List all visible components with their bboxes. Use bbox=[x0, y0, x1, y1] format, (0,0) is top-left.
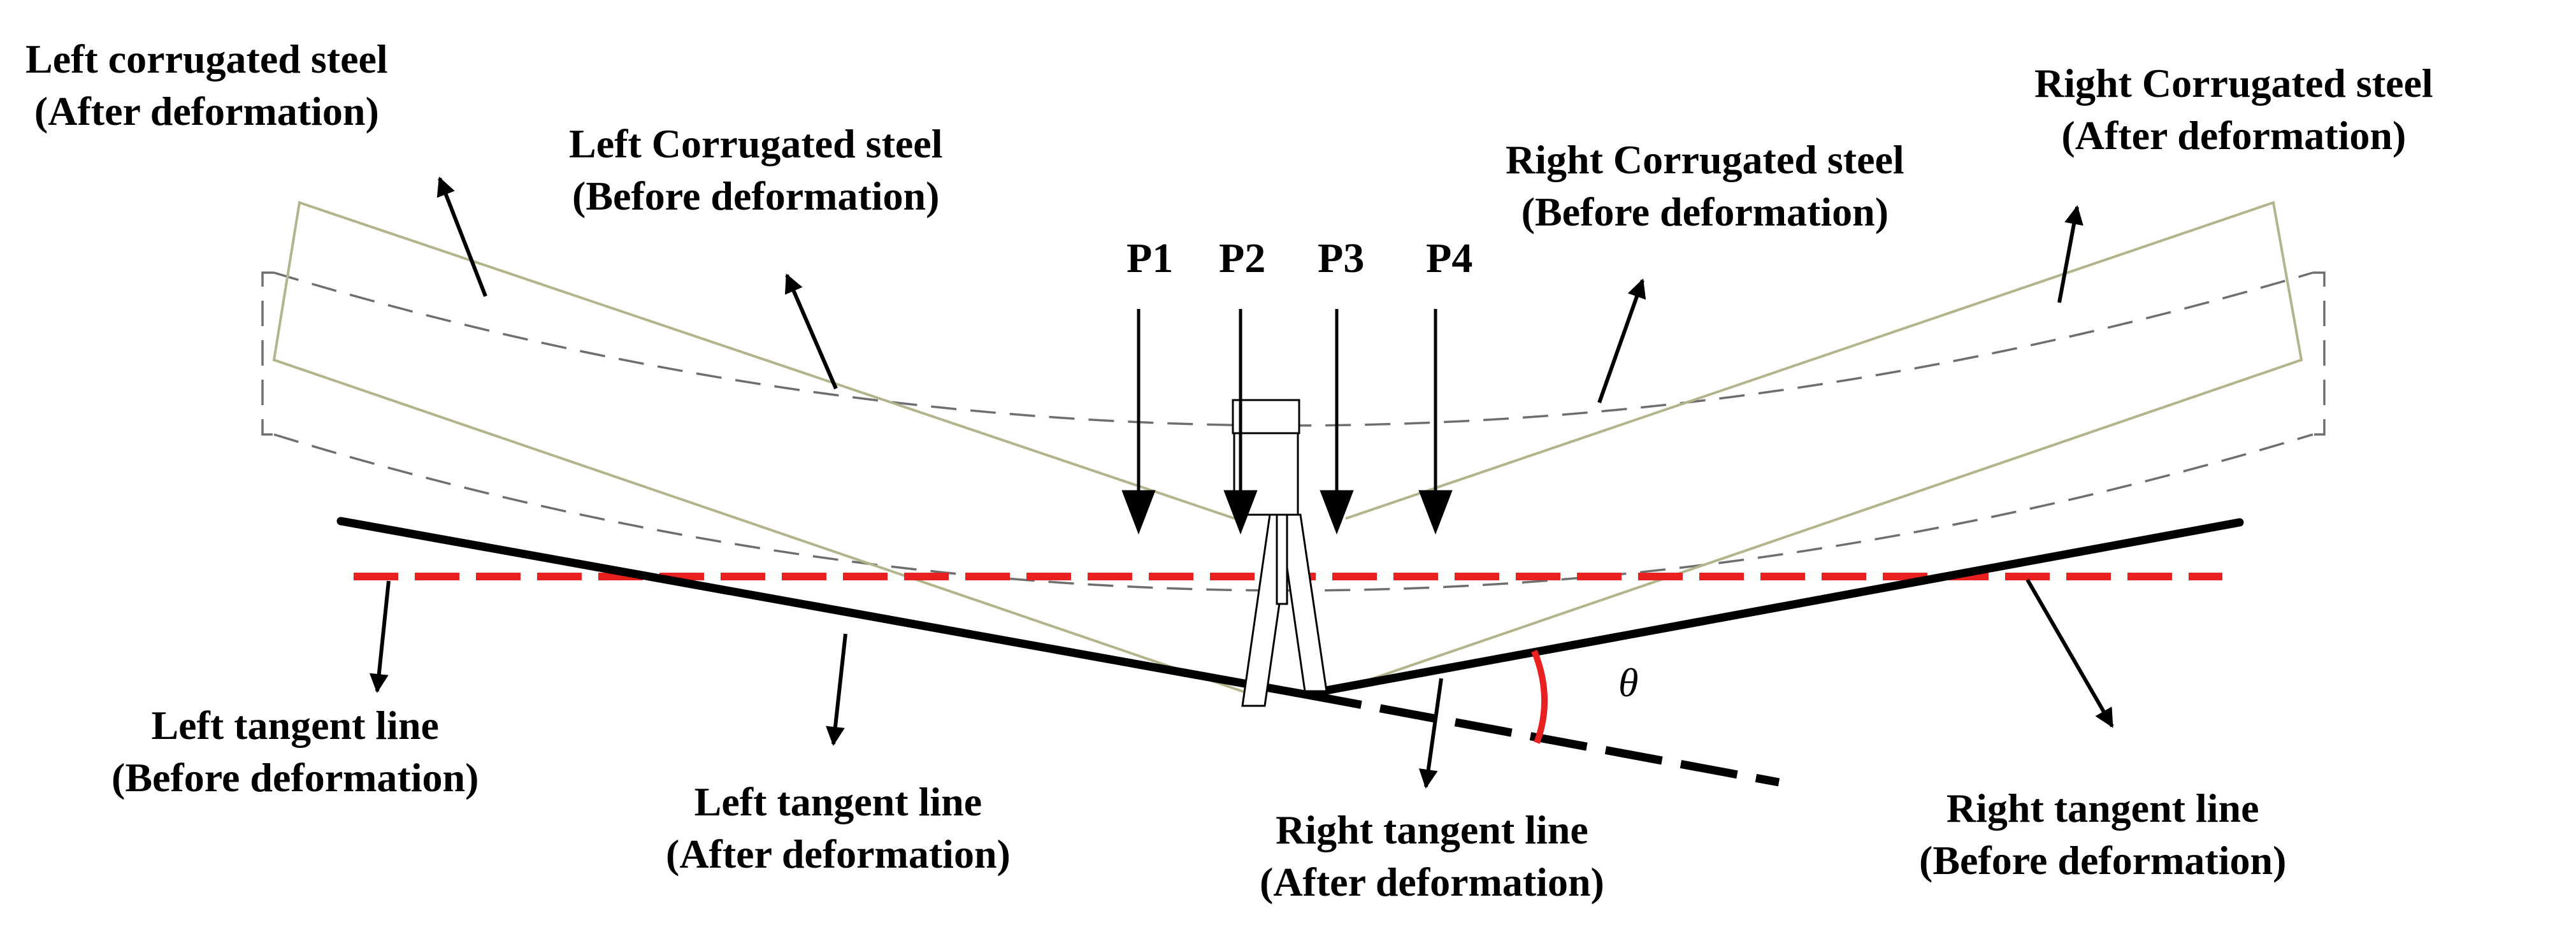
tangent-after-lines bbox=[336, 517, 2244, 787]
before-right-end bbox=[2313, 271, 2326, 436]
load-label-p3: P3 bbox=[1318, 235, 1365, 282]
leader-right-corrugated-after bbox=[2057, 205, 2083, 303]
leader-right-corrugated-before bbox=[1597, 278, 1646, 404]
label-line: (Before deformation) bbox=[112, 755, 479, 800]
label-line: Left Corrugated steel bbox=[569, 121, 943, 166]
connector-top-plate bbox=[1232, 399, 1300, 434]
label-line: Right tangent line bbox=[1276, 807, 1588, 852]
corrugated-steel-after bbox=[272, 201, 2303, 696]
middle-connection bbox=[1232, 399, 1328, 707]
leader-right-tangent-after bbox=[1418, 678, 1443, 789]
load-arrowhead-p1 bbox=[1121, 490, 1156, 534]
label-line: (Before deformation) bbox=[1919, 838, 2287, 883]
leader-right-tangent-before bbox=[2026, 578, 2114, 728]
label-line: Right Corrugated steel bbox=[2034, 61, 2433, 106]
label-line: (After deformation) bbox=[34, 89, 379, 134]
leader-left-tangent-after bbox=[826, 633, 847, 746]
load-label-p2: P2 bbox=[1219, 235, 1266, 282]
label-line: (After deformation) bbox=[1260, 859, 1604, 905]
label-line: Right Corrugated steel bbox=[1506, 137, 1904, 182]
load-arrowhead-p2 bbox=[1223, 490, 1258, 534]
leader-left-tangent-before bbox=[369, 580, 391, 693]
label-line: (After deformation) bbox=[666, 831, 1011, 877]
leader-arrows bbox=[369, 176, 2114, 789]
label-line: (Before deformation) bbox=[1521, 189, 1889, 234]
angle-theta-label: θ bbox=[1618, 660, 1639, 705]
load-arrowhead-p3 bbox=[1320, 490, 1354, 534]
label-left-corrugated-after: Left corrugated steel (After deformation… bbox=[25, 33, 388, 138]
before-left-end bbox=[261, 271, 274, 436]
tangent-after-right bbox=[1300, 518, 2244, 699]
label-right-tangent-before: Right tangent line (Before deformation) bbox=[1919, 782, 2286, 887]
tangent-after-extension bbox=[1304, 690, 1780, 787]
label-line: Left corrugated steel bbox=[25, 36, 388, 82]
connector-neck bbox=[1276, 513, 1288, 605]
label-line: Right tangent line bbox=[1946, 785, 2259, 831]
label-line: (Before deformation) bbox=[572, 173, 940, 219]
leader-left-corrugated-after bbox=[436, 176, 487, 297]
label-line: (After deformation) bbox=[2061, 113, 2407, 158]
load-arrowhead-p4 bbox=[1418, 490, 1453, 534]
label-right-tangent-after: Right tangent line (After deformation) bbox=[1260, 804, 1604, 908]
after-left-segment bbox=[272, 201, 1252, 696]
leader-left-corrugated-before bbox=[784, 273, 838, 390]
after-right-segment bbox=[1326, 201, 2303, 696]
load-label-p4: P4 bbox=[1426, 235, 1473, 282]
load-arrows bbox=[1121, 309, 1453, 534]
tangent-after-left bbox=[336, 517, 1309, 699]
label-line: Left tangent line bbox=[694, 779, 982, 824]
right-connector-leg bbox=[1278, 513, 1328, 692]
label-left-corrugated-before: Left Corrugated steel (Before deformatio… bbox=[569, 118, 942, 222]
label-left-tangent-before: Left tangent line (Before deformation) bbox=[112, 699, 479, 804]
label-right-corrugated-before: Right Corrugated steel (Before deformati… bbox=[1506, 134, 1904, 238]
angle-arc bbox=[1531, 650, 1548, 744]
label-left-tangent-after: Left tangent line (After deformation) bbox=[666, 776, 1011, 880]
load-label-p1: P1 bbox=[1126, 235, 1174, 282]
label-line: Left tangent line bbox=[151, 703, 439, 748]
label-right-corrugated-after: Right Corrugated steel (After deformatio… bbox=[2034, 57, 2433, 162]
